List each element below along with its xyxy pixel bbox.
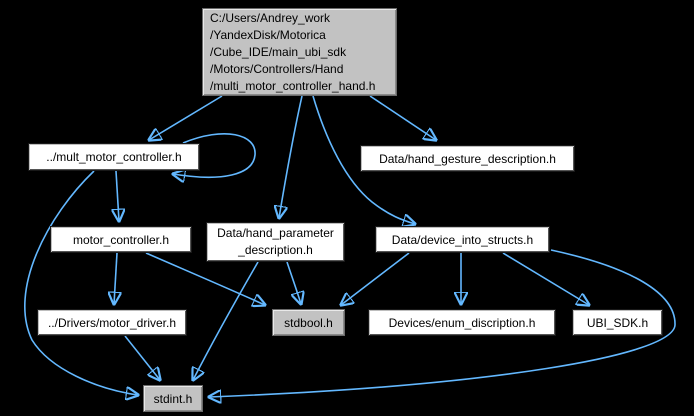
node-hand-gesture-description[interactable]: Data/hand_gesture_description.h [360,145,575,172]
edge-device-into-structs-to-stdbool [341,252,410,305]
edge-mult-motor-controller-to-motor-controller [116,170,119,221]
edge-mult-motor-controller-to-stdint [24,170,138,395]
edge-motor-driver-to-stdint [124,335,160,380]
node-ubi-sdk[interactable]: UBI_SDK.h [572,309,663,336]
node-mult-motor-controller[interactable]: ../mult_motor_controller.h [28,143,200,171]
edge-motor-controller-to-motor-driver [114,252,117,304]
node-motor-driver[interactable]: ../Drivers/motor_driver.h [37,309,187,336]
node-multi-motor-controller-hand: C:/Users/Andrey_work /YandexDisk/Motoric… [202,8,397,96]
edge-motor-controller-to-stdbool [145,252,265,305]
node-device-into-structs[interactable]: Data/device_into_structs.h [375,226,550,253]
edge-main-to-hand-gesture [369,95,436,140]
edge-mult-motor-controller-self-loop [173,133,256,177]
edge-hand-parameter-to-stdint [193,261,259,380]
node-hand-parameter-description[interactable]: Data/hand_parameter _description.h [206,222,345,262]
edge-main-to-device-into-structs [312,95,415,224]
edge-device-into-structs-to-ubi-sdk [502,252,589,305]
node-stdbool: stdbool.h [272,309,345,336]
edge-main-to-hand-parameter [279,95,303,218]
edge-hand-parameter-to-stdbool [286,261,301,304]
node-stdint: stdint.h [143,385,203,412]
node-enum-discription[interactable]: Devices/enum_discription.h [368,309,556,336]
node-motor-controller[interactable]: motor_controller.h [50,226,192,253]
edge-main-to-mult-motor-controller [149,95,223,140]
edge-device-into-structs-to-stdint [209,249,676,397]
